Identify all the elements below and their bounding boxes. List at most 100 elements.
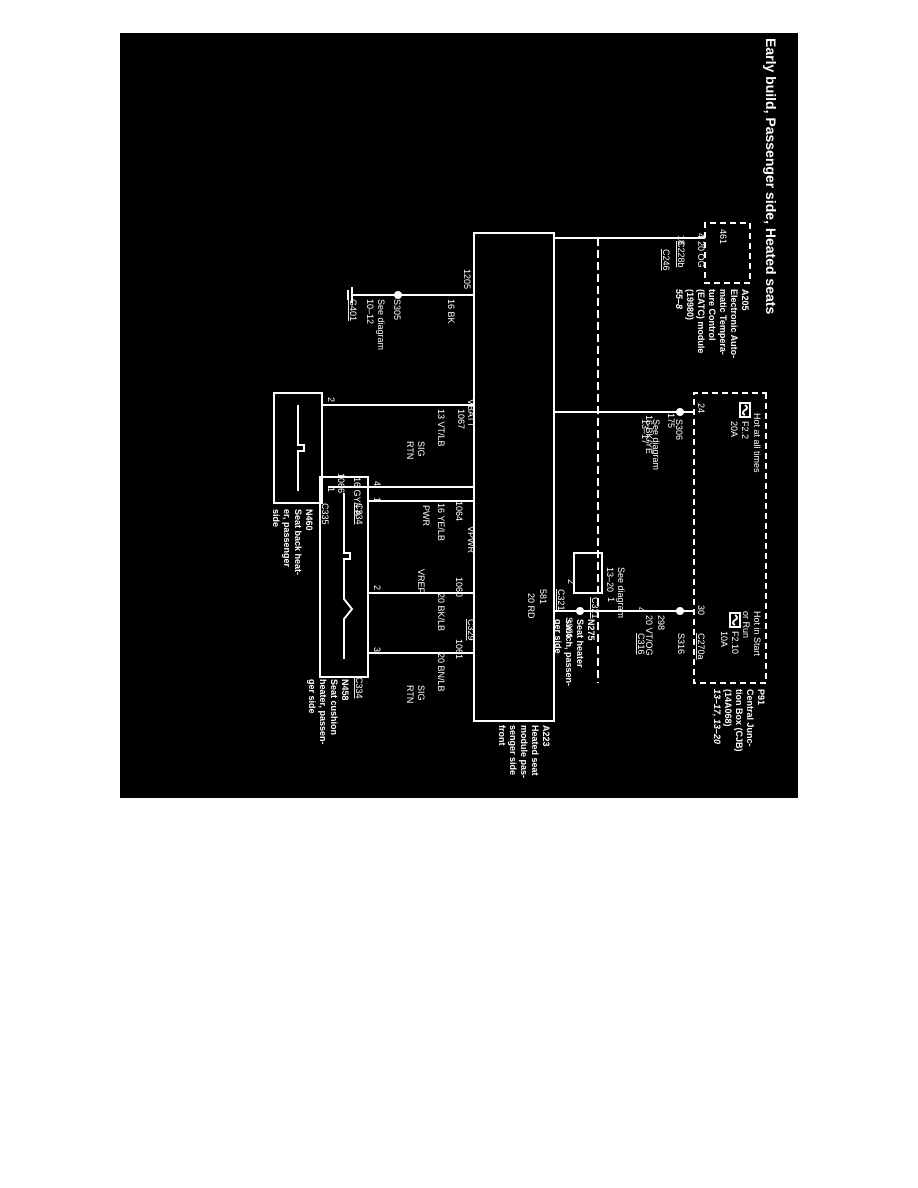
wire-1060-circuit: 1060: [454, 577, 464, 597]
diagram-panel: Early build, Passenger side, Heated seat…: [120, 33, 798, 798]
splice-s316-dot: [676, 607, 684, 615]
svg-text:Seat cushion: Seat cushion: [329, 679, 339, 735]
n460-element: [297, 405, 305, 491]
a205-pin-18: 18: [676, 235, 686, 245]
wire-1064-circuit: 1064: [454, 501, 464, 521]
wire-1067-circuit: 1067: [456, 409, 466, 429]
svg-text:Seat heater: Seat heater: [575, 619, 585, 668]
splice-s306-see-2: 13–17: [640, 419, 650, 444]
a223-vref-label: VREF: [416, 569, 426, 594]
svg-text:(19980): (19980): [685, 289, 695, 320]
a205-box: [704, 222, 751, 284]
n460-connector: C335: [320, 503, 330, 525]
splice-s304-id: S304: [564, 617, 574, 638]
wire-175-circuit: 175: [666, 413, 676, 428]
wire-1067-spec: 13 VT/LB: [436, 409, 446, 447]
ground-g401: G401: [348, 299, 358, 321]
wire-1064-spec: 16 YE/LB: [436, 503, 446, 541]
wire-1205-spec: 16 BK: [446, 299, 456, 324]
n458-pin-2: 2: [372, 585, 382, 590]
wire-1066-spec: 16 GY/LB: [352, 477, 362, 516]
a223-module-box: [473, 232, 555, 722]
a223-label: A223 Heated seat module pas- senger side…: [497, 725, 551, 778]
a205-connector-c228b: C228b: [676, 241, 686, 268]
hot-start-run-label: Hot in Start: [752, 611, 762, 657]
svg-text:N275: N275: [586, 619, 596, 641]
p91-pin-24: 24: [696, 403, 706, 413]
svg-text:20A: 20A: [729, 421, 739, 437]
svg-text:ger side: ger side: [553, 619, 563, 654]
a205-connector-c246: C246: [661, 249, 671, 271]
a223-connector-c329: C329: [466, 619, 476, 641]
splice-s306-see: See diagram: [651, 419, 661, 470]
splice-s316-pin: 4: [636, 607, 646, 612]
a205-pin-461: 461: [718, 229, 728, 244]
a223-rtn2-label: RTN: [405, 685, 415, 703]
wire-1061-spec: 20 BN/LB: [436, 653, 446, 692]
svg-text:N460: N460: [304, 509, 314, 531]
svg-text:ture Control: ture Control: [707, 289, 717, 341]
svg-text:heater, passen-: heater, passen-: [318, 679, 328, 745]
svg-text:10A: 10A: [719, 631, 729, 647]
a223-sig1-label: SIG: [416, 441, 426, 457]
a223-vbatt-label: VBATT: [466, 399, 476, 428]
wire-1060-spec: 20 BK/LB: [436, 593, 446, 631]
svg-text:P91: P91: [756, 689, 766, 705]
splice-s304-dot: [576, 607, 584, 615]
svg-text:front: front: [497, 725, 507, 746]
n458-pin-1: 1: [372, 497, 382, 502]
wire-1205-circuit: 1205: [462, 269, 472, 289]
svg-text:ger side: ger side: [307, 679, 317, 714]
wire-298-circuit: 298: [656, 615, 666, 630]
n458-pin-3: 3: [372, 647, 382, 652]
n275-connector-2: C321: [556, 589, 566, 611]
wiring-diagram: Early build, Passenger side, Heated seat…: [271, 38, 779, 778]
a223-pwr-label: PWR: [421, 505, 431, 526]
wire-175-spec: 16 BK/YE: [644, 415, 654, 454]
fuse-f2-10: F2.10 10A: [719, 612, 741, 654]
splice-s316-id: S316: [676, 633, 686, 654]
n460-heater-box: [273, 392, 323, 504]
svg-text:A223: A223: [541, 725, 551, 747]
svg-text:Central Junc-: Central Junc-: [745, 689, 755, 747]
wire-581-circuit: 581: [538, 589, 548, 604]
a205-pin-4: 4: [696, 233, 706, 238]
n458-heater-box: [319, 476, 369, 678]
hot-start-run-label-2: or Run: [741, 611, 751, 638]
svg-text:Heated seat: Heated seat: [530, 725, 540, 776]
svg-text:N458: N458: [340, 679, 350, 701]
n275-switch-box: [573, 552, 603, 594]
svg-text:F2.2: F2.2: [740, 421, 750, 439]
a223-sig2-label: SIG: [416, 685, 426, 701]
svg-text:A205: A205: [740, 289, 750, 311]
p91-connector-c270a: C270a: [696, 633, 706, 660]
fuse-f2-2: F2.2 20A: [729, 402, 751, 439]
p91-label: P91 Central Junc- tion Box (CJB) (14A068…: [712, 689, 766, 752]
svg-text:(14A068): (14A068): [723, 689, 733, 727]
svg-text:(EATC) module: (EATC) module: [696, 289, 706, 353]
hot-all-times-label: Hot at all times: [752, 413, 762, 473]
wire-1061-circuit: 1061: [454, 639, 464, 659]
n275-connector-1: C321: [590, 597, 600, 619]
splice-s305-see-2: 10–12: [365, 299, 375, 324]
svg-text:side: side: [271, 509, 281, 527]
n460-label: N460 Seat back heat- er, passenger side: [271, 509, 314, 575]
svg-text:er, passenger: er, passenger: [282, 509, 292, 568]
n458-element: [343, 493, 354, 659]
a223-vpwr-label: VPWR: [466, 526, 476, 554]
svg-text:matic Tempera-: matic Tempera-: [718, 289, 728, 355]
ground-symbol: [347, 287, 398, 303]
p91-box: [693, 392, 767, 684]
svg-text:senger side: senger side: [508, 725, 518, 775]
a205-wire-20og: 20 OG: [696, 241, 706, 268]
svg-text:Electronic Auto-: Electronic Auto-: [729, 289, 739, 358]
n460-pin-2: 2: [326, 397, 336, 402]
n275-pin-1: 1: [606, 597, 616, 602]
splice-s316-see-2: 13–20: [605, 567, 615, 592]
n458-connector-2: C334: [354, 677, 364, 699]
n460-pin-1: 1: [326, 487, 336, 492]
a205-label: A205 Electronic Auto- matic Tempera- tur…: [674, 289, 750, 358]
splice-s305-id: S305: [392, 299, 402, 320]
n275-label: N275 Seat heater switch, passen- ger sid…: [553, 619, 596, 686]
svg-text:switch, passen-: switch, passen-: [564, 619, 574, 686]
